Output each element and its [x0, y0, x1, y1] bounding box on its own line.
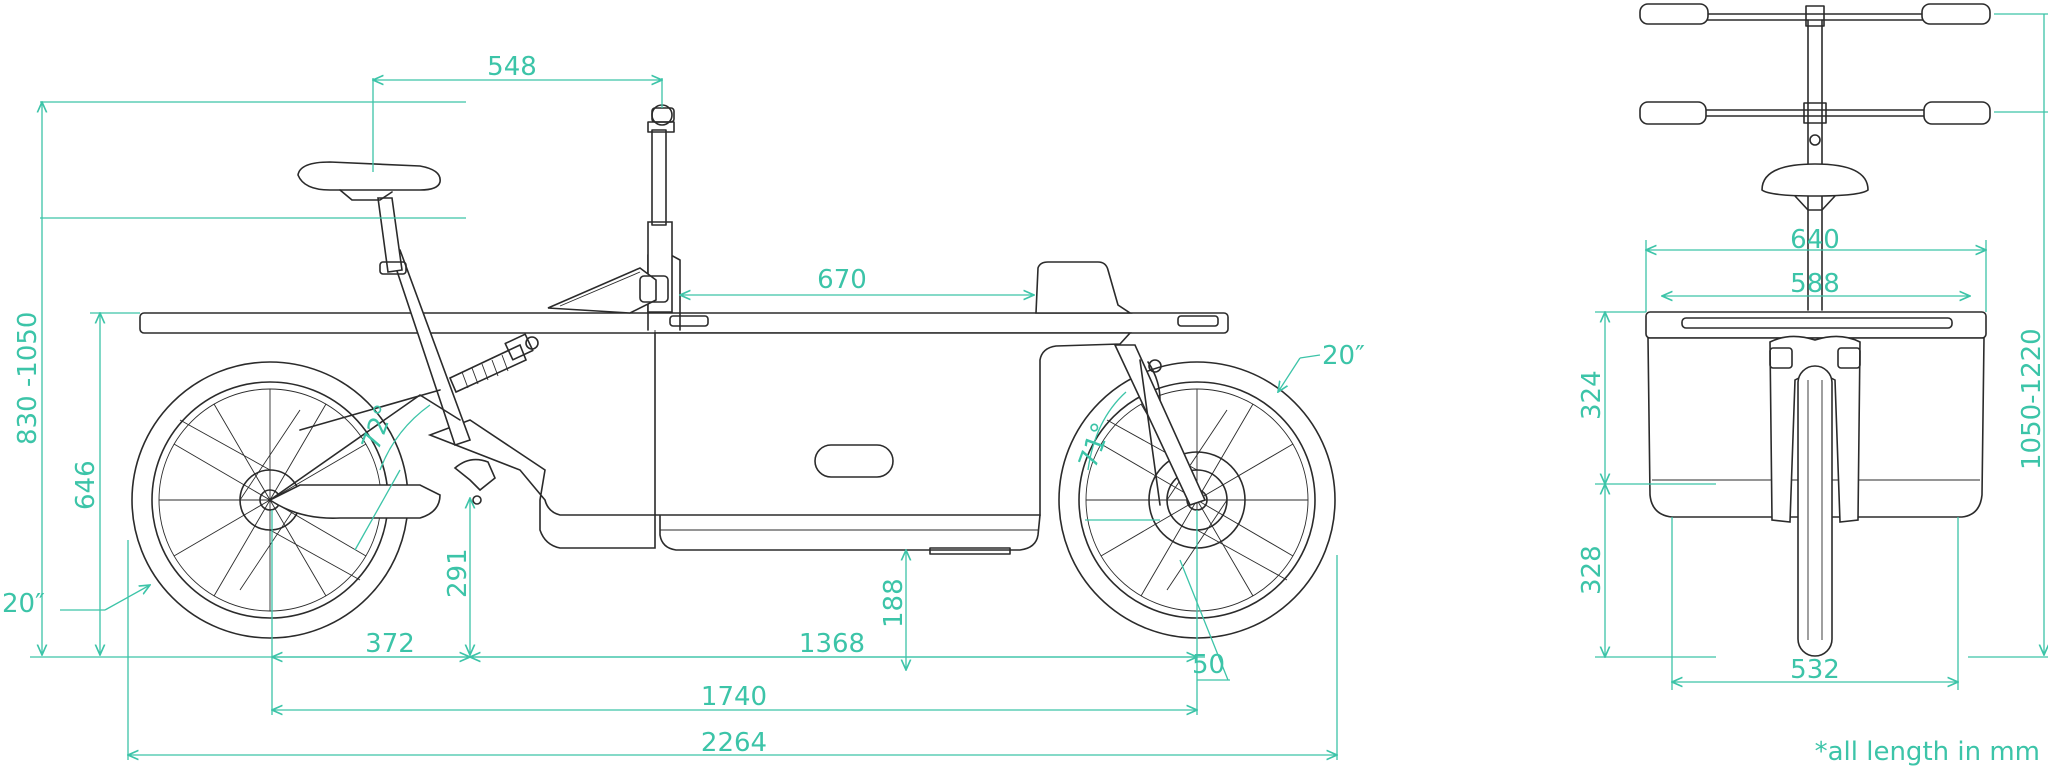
front-view-bike	[1639, 3, 1991, 657]
side-view-bike	[131, 104, 1336, 639]
dim-outer-width: 640	[1790, 225, 1840, 255]
front-fork	[1113, 344, 1207, 506]
cargo-front-cap	[1035, 261, 1133, 314]
cargo-box	[654, 332, 1132, 516]
dim-box-lower-height: 328	[1577, 545, 1607, 595]
dim-inner-width: 588	[1790, 269, 1840, 299]
dim-seat-to-bar: 548	[487, 52, 537, 82]
front-box-rim	[1645, 311, 1987, 339]
dim-bottom-width: 532	[1790, 655, 1840, 685]
rear-shock	[448, 333, 539, 394]
dim-wheelbase: 1740	[701, 682, 767, 712]
dim-total-length: 2264	[701, 728, 767, 758]
dim-cargo-length: 670	[817, 265, 867, 295]
lower-handlebar	[1639, 101, 1991, 125]
dim-wheel-rear: 20″	[2, 589, 45, 619]
front-saddle	[1761, 163, 1869, 197]
dim-wheel-front: 20″	[1322, 341, 1365, 371]
upper-handlebar	[1639, 3, 1991, 27]
display-console	[547, 267, 657, 314]
dim-crank-height: 291	[443, 548, 473, 598]
units-note: *all length in mm	[1815, 737, 2040, 767]
side-view-dimensions: 548 670 830 -1050 646 20″ 20″ 291 188	[2, 52, 1365, 760]
dim-box-upper-height: 324	[1577, 370, 1607, 420]
front-tire	[1797, 365, 1833, 657]
dim-saddle-height: 830 -1050	[13, 312, 43, 445]
rear-stay	[268, 484, 441, 519]
dim-rear-to-crank: 372	[365, 629, 415, 659]
cargo-box-handle	[814, 444, 894, 478]
kickstand	[453, 458, 496, 492]
seat-tube	[388, 249, 472, 447]
dim-crank-to-front: 1368	[799, 629, 865, 659]
dim-deck-height: 646	[71, 460, 101, 510]
seat-post	[377, 197, 403, 273]
dim-box-ground: 188	[879, 578, 909, 628]
rear-wheel	[131, 361, 409, 639]
saddle	[297, 161, 441, 191]
stem-clamp	[647, 104, 675, 133]
front-view-dimensions: 640 588 324 328 1050-1220 532	[1577, 13, 2048, 690]
dim-trail: 50	[1192, 650, 1225, 680]
dim-seat-angle: 72°	[356, 401, 400, 455]
main-frame	[427, 419, 656, 549]
dim-bar-height: 1050-1220	[2017, 328, 2047, 470]
